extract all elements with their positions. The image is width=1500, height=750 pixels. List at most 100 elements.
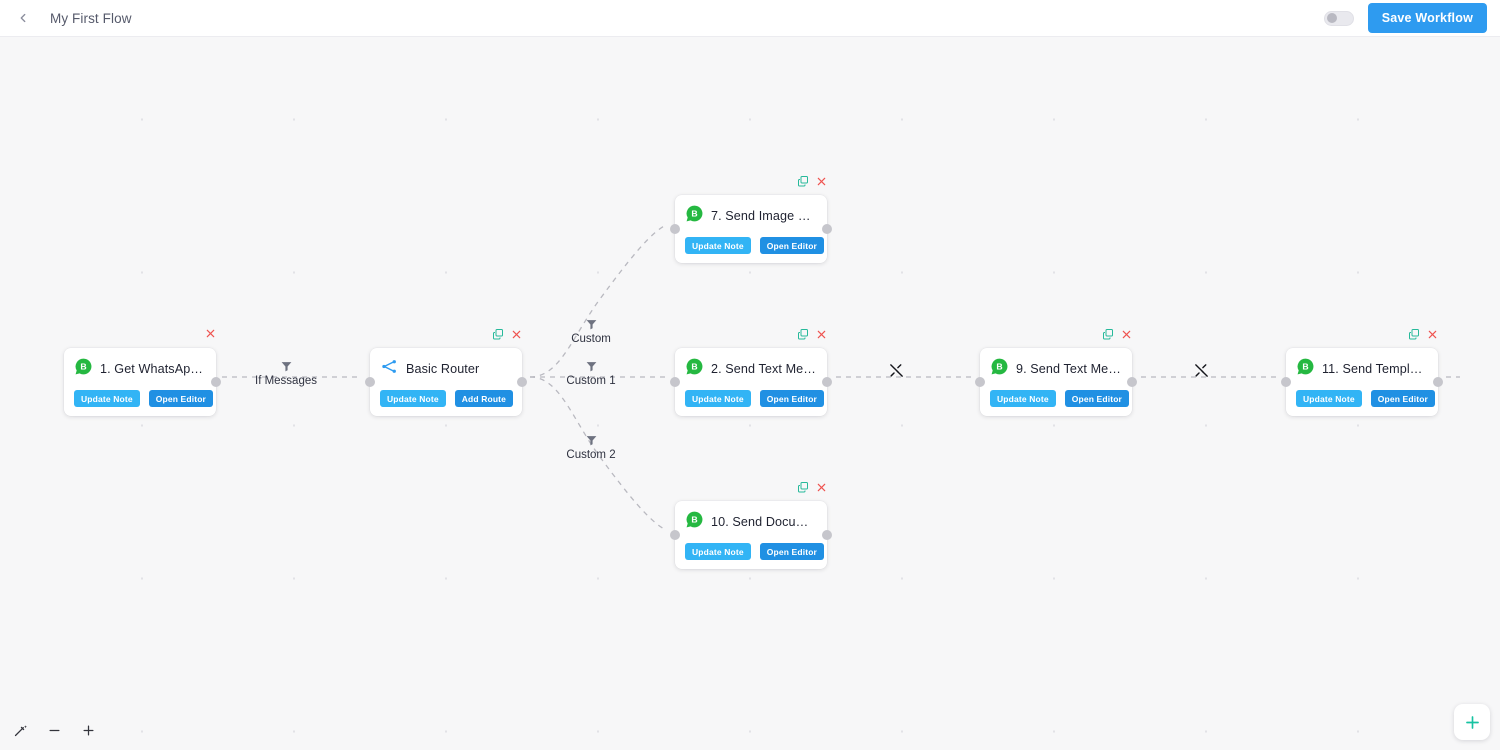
duplicate-icon[interactable]	[492, 328, 504, 340]
node-card[interactable]: B 11. Send Templat… Update Note Open Edi…	[1281, 329, 1443, 416]
zoom-out-button[interactable]	[44, 720, 64, 740]
edge-label-if-messages[interactable]: If Messages	[255, 360, 317, 387]
close-glyph	[817, 483, 826, 491]
crossed-tools-glyph	[1195, 364, 1208, 377]
delete-icon[interactable]	[1427, 329, 1438, 340]
funnel-glyph	[586, 362, 596, 372]
node-handle-right[interactable]	[822, 224, 832, 234]
node-card[interactable]: B 9. Send Text Me… Update Note Open Edit…	[975, 329, 1137, 416]
open-editor-button[interactable]: Open Editor	[148, 390, 214, 407]
whatsapp-glyph: B	[1297, 358, 1314, 375]
update-note-button[interactable]: Update Note	[1296, 390, 1362, 407]
node-handle-right[interactable]	[822, 530, 832, 540]
node-handle-right[interactable]	[1127, 377, 1137, 387]
node-buttons: Update Note Open Editor	[685, 390, 825, 407]
svg-text:B: B	[80, 362, 86, 372]
close-glyph	[206, 329, 215, 338]
open-editor-button[interactable]: Open Editor	[759, 390, 825, 407]
node-header: Basic Router	[380, 357, 512, 381]
node-buttons: Update Note Open Editor	[990, 390, 1130, 407]
node-handle-right[interactable]	[517, 377, 527, 387]
node-handle-left[interactable]	[670, 377, 680, 387]
save-workflow-button[interactable]: Save Workflow	[1367, 3, 1487, 33]
edge-label-text: Custom 2	[566, 449, 616, 461]
update-note-button[interactable]: Update Note	[685, 237, 751, 254]
node-card[interactable]: B 7. Send Image … Update Note Open Edito…	[670, 176, 832, 263]
flow-canvas[interactable]: If Messages Custom Custom 1	[0, 37, 1500, 750]
node-card[interactable]: B 2. Send Text Mes… Update Note Open Edi…	[670, 329, 832, 416]
svg-text:B: B	[691, 362, 697, 372]
open-editor-button[interactable]: Open Editor	[1370, 390, 1436, 407]
open-editor-button[interactable]: Open Editor	[1064, 390, 1130, 407]
update-note-button[interactable]: Update Note	[685, 543, 751, 560]
router-branch-icon	[380, 357, 399, 381]
node-header: B 9. Send Text Me…	[990, 357, 1122, 381]
edge-label-custom-2[interactable]: Custom 2	[560, 434, 622, 461]
whatsapp-b-icon: B	[1296, 357, 1315, 381]
duplicate-icon[interactable]	[797, 481, 809, 493]
funnel-icon	[280, 360, 293, 373]
whatsapp-glyph: B	[991, 358, 1008, 375]
duplicate-icon[interactable]	[797, 328, 809, 340]
add-route-button[interactable]: Add Route	[454, 390, 514, 407]
open-editor-button[interactable]: Open Editor	[759, 543, 825, 560]
delete-icon[interactable]	[205, 328, 216, 339]
toggle-knob	[1326, 13, 1337, 23]
edge-label-custom[interactable]: Custom	[560, 318, 622, 345]
auto-layout-button[interactable]	[10, 720, 30, 740]
duplicate-icon[interactable]	[1102, 328, 1114, 340]
update-note-button[interactable]: Update Note	[380, 390, 446, 407]
close-glyph	[817, 177, 826, 185]
duplicate-glyph	[1409, 329, 1419, 340]
node-title: Basic Router	[406, 362, 480, 376]
node-action-bar	[797, 481, 827, 493]
whatsapp-glyph: B	[75, 358, 92, 375]
whatsapp-glyph: B	[686, 358, 703, 375]
node-handle-right[interactable]	[211, 377, 221, 387]
update-note-button[interactable]: Update Note	[74, 390, 140, 407]
node-action-bar	[492, 328, 522, 340]
svg-text:B: B	[691, 209, 697, 219]
duplicate-icon[interactable]	[797, 175, 809, 187]
zoom-in-button[interactable]	[78, 720, 98, 740]
node-handle-left[interactable]	[670, 224, 680, 234]
node-handle-right[interactable]	[1433, 377, 1443, 387]
add-node-button[interactable]	[1454, 704, 1490, 740]
node-card[interactable]: Basic Router Update Note Add Route	[365, 329, 527, 416]
node-header: B 11. Send Templat…	[1296, 357, 1428, 381]
whatsapp-b-icon: B	[685, 204, 704, 228]
node-header: B 2. Send Text Mes…	[685, 357, 817, 381]
duplicate-icon[interactable]	[1408, 328, 1420, 340]
duplicate-glyph	[493, 329, 503, 340]
node-handle-left[interactable]	[670, 530, 680, 540]
funnel-icon	[585, 360, 598, 373]
delete-icon[interactable]	[511, 329, 522, 340]
duplicate-glyph	[798, 329, 808, 340]
whatsapp-b-icon: B	[74, 357, 93, 381]
crossed-tools-icon[interactable]	[1193, 362, 1210, 379]
back-button[interactable]	[9, 4, 37, 32]
crossed-tools-icon[interactable]	[888, 362, 905, 379]
node-card[interactable]: B 10. Send Docum… Update Note Open Edito…	[670, 482, 832, 569]
delete-icon[interactable]	[816, 176, 827, 187]
delete-icon[interactable]	[1121, 329, 1132, 340]
delete-icon[interactable]	[816, 482, 827, 493]
node-handle-left[interactable]	[1281, 377, 1291, 387]
top-header: My First Flow Save Workflow	[0, 0, 1500, 37]
node-action-bar	[797, 175, 827, 187]
delete-icon[interactable]	[816, 329, 827, 340]
update-note-button[interactable]: Update Note	[990, 390, 1056, 407]
edge-label-text: If Messages	[255, 375, 317, 387]
whatsapp-b-icon: B	[685, 357, 704, 381]
node-handle-right[interactable]	[822, 377, 832, 387]
svg-text:B: B	[996, 362, 1002, 372]
node-card[interactable]: B 1. Get WhatsApp… Update Note Open Edit…	[64, 329, 221, 416]
page-title: My First Flow	[50, 10, 132, 26]
funnel-glyph	[586, 436, 596, 446]
open-editor-button[interactable]: Open Editor	[759, 237, 825, 254]
update-note-button[interactable]: Update Note	[685, 390, 751, 407]
node-handle-left[interactable]	[365, 377, 375, 387]
node-handle-left[interactable]	[975, 377, 985, 387]
workflow-active-toggle[interactable]	[1323, 10, 1354, 26]
edge-label-custom-1[interactable]: Custom 1	[560, 360, 622, 387]
